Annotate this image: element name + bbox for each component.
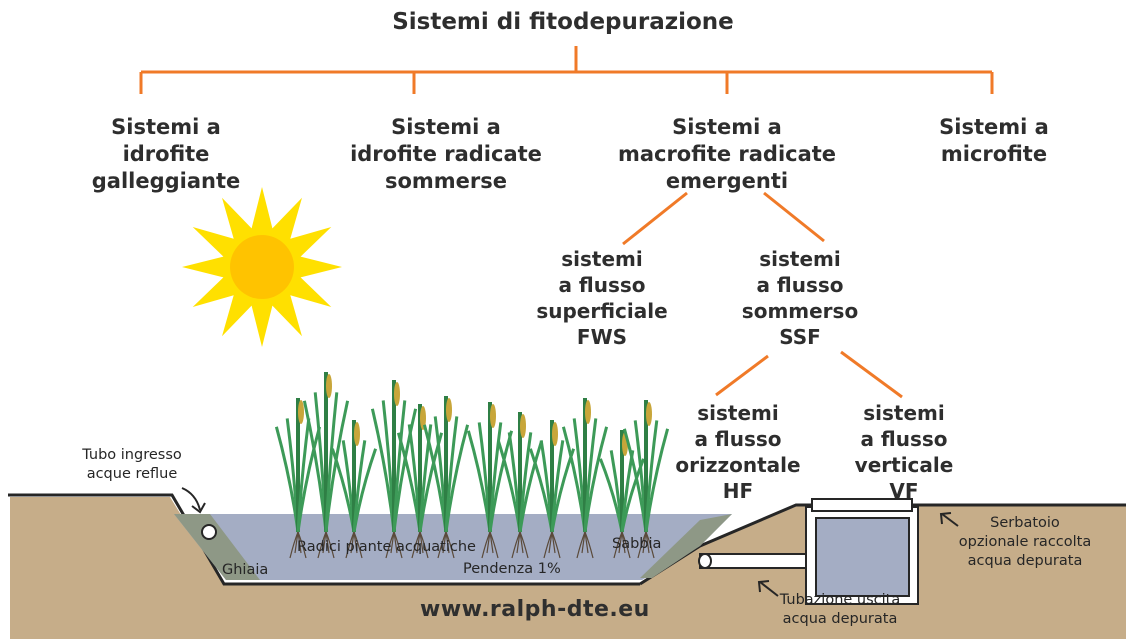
category-emergent-macrophytes: Sistemi a macrofite radicate emergenti <box>617 115 837 193</box>
outlet-pipe <box>698 553 813 569</box>
inlet-pipe <box>201 524 217 540</box>
outlet-pipe-label: Tubazione uscita acqua depurata <box>779 592 901 627</box>
flow-type-ssf: sistemi a flusso sommerso SSF <box>741 247 859 349</box>
tank-label: Serbatoio opzionale raccolta acqua depur… <box>958 515 1092 569</box>
collection-tank <box>805 498 919 605</box>
flow-type-fws: sistemi a flusso superficiale FWS <box>536 247 668 349</box>
inlet-pipe-label: Tubo ingresso acque reflue <box>82 447 182 482</box>
connector-lines <box>139 46 994 399</box>
ssf-type-hf: sistemi a flusso orizzontale HF <box>675 401 801 503</box>
sand-label: Sabbia <box>612 536 662 552</box>
diagram-title: Sistemi di fitodepurazione <box>392 9 734 35</box>
label-arrows <box>181 487 959 597</box>
sun-icon <box>182 187 342 347</box>
gravel-label: Ghiaia <box>222 562 269 578</box>
slope-label: Pendenza 1% <box>463 561 561 577</box>
category-microphytes: Sistemi a microfite <box>939 115 1049 166</box>
wetland-basin <box>174 514 732 580</box>
roots-label: Radici piante acquatiche <box>297 539 476 555</box>
aquatic-plants <box>274 372 670 559</box>
website-url: www.ralph-dte.eu <box>420 597 650 622</box>
ssf-type-vf: sistemi a flusso verticale VF <box>854 401 954 503</box>
category-submerged-hydrophytes: Sistemi a idrofite radicate sommerse <box>350 115 542 193</box>
category-floating-hydrophytes: Sistemi a idrofite galleggiante <box>91 115 241 193</box>
